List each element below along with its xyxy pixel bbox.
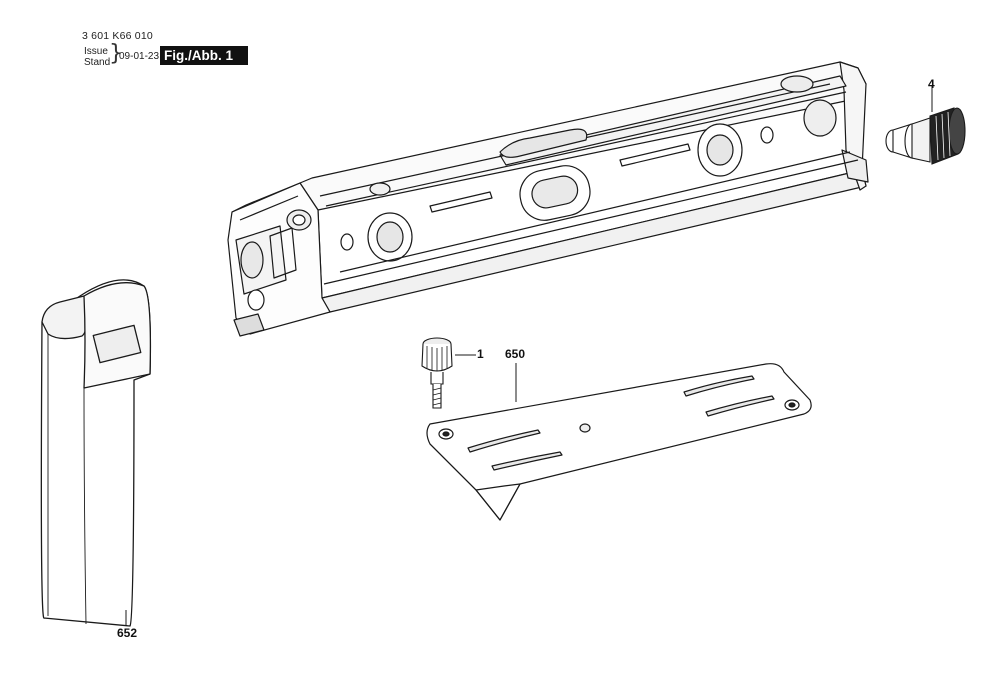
callout-part-650: 650 xyxy=(505,347,526,361)
base-plate-part-650 xyxy=(427,363,811,520)
level-housing xyxy=(228,62,868,336)
stand-label: Stand xyxy=(84,57,111,68)
callout-part-4: 4 xyxy=(928,77,935,91)
thumbscrew-part-1 xyxy=(422,338,476,408)
pouch-part-652 xyxy=(41,280,150,626)
issue-label: Issue xyxy=(84,46,108,57)
issue-date: 09-01-23 xyxy=(119,51,160,62)
callout-part-652: 652 xyxy=(117,626,138,640)
figure-label-box xyxy=(160,46,248,65)
callout-part-1: 1 xyxy=(477,347,484,361)
figure-label: Fig./Abb. 1 xyxy=(164,48,233,63)
part-number: 3 601 K66 010 xyxy=(82,30,153,42)
brace-symbol: } xyxy=(109,41,123,66)
knob-part-4 xyxy=(886,86,965,164)
